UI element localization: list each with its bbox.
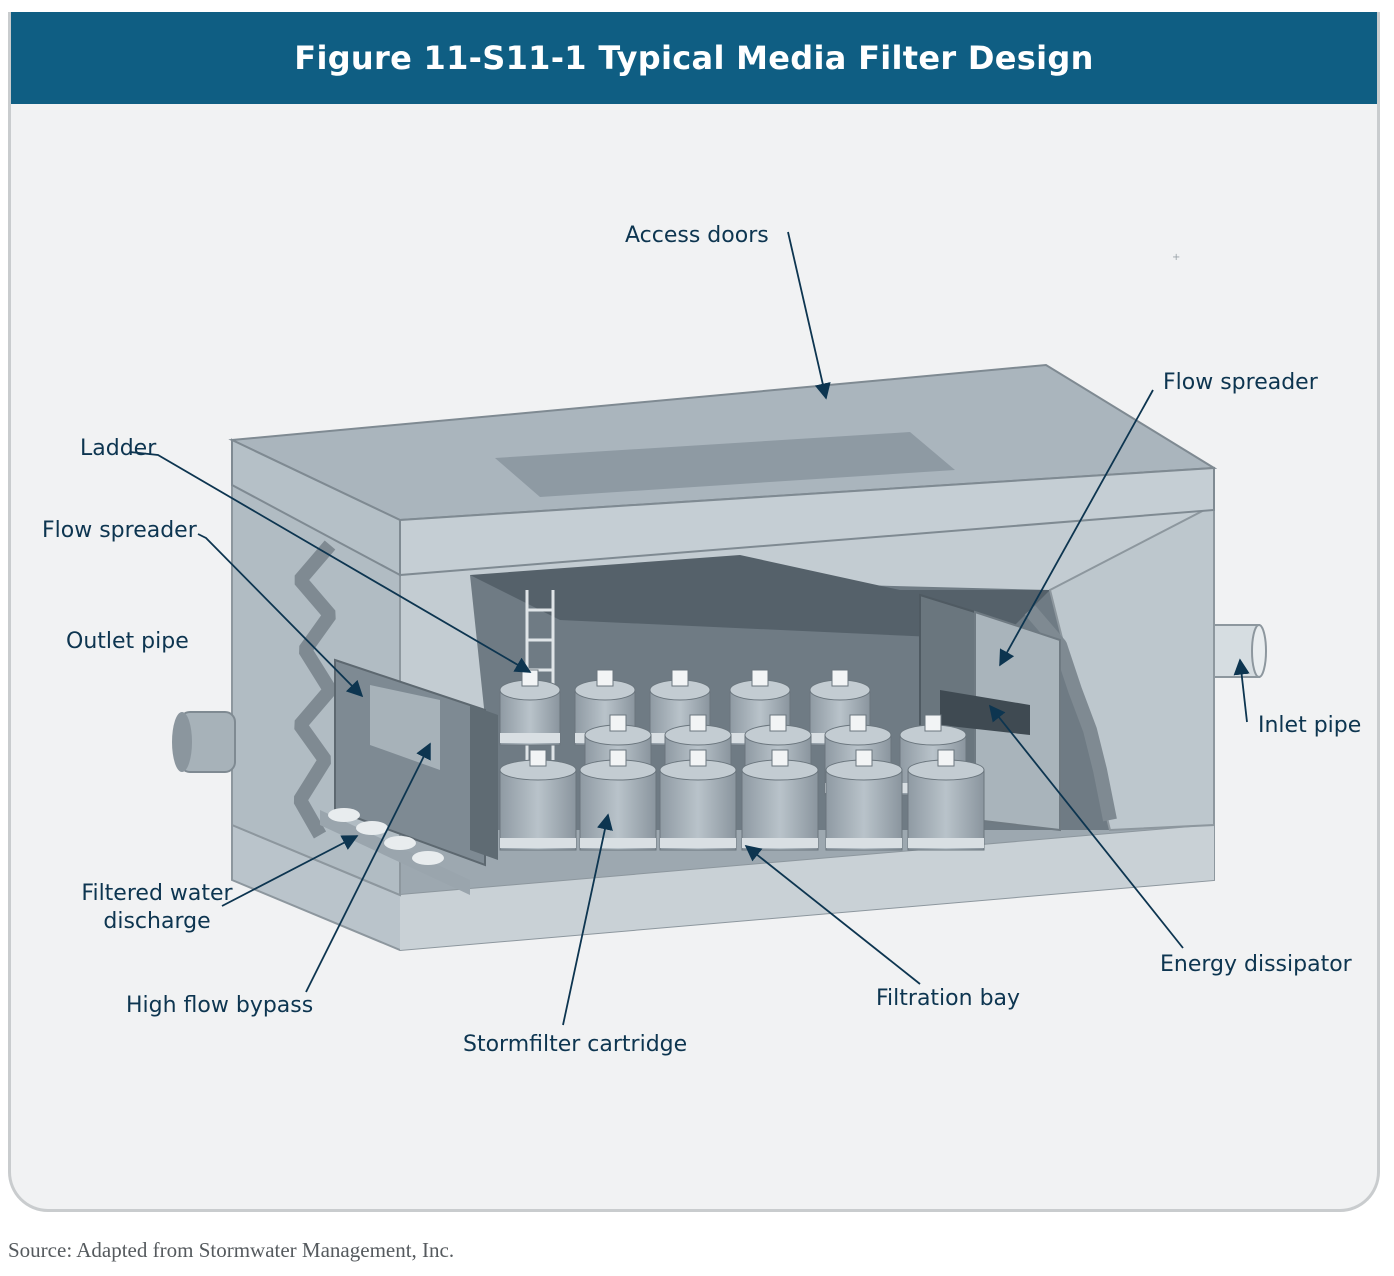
left-wall-cutaway [293,540,336,839]
label-filtered-water-discharge: Filtered water discharge [81,880,233,936]
stormfilter-cartridge [825,749,903,851]
label-energy-dissipator: Energy dissipator [1160,952,1352,977]
arrow-stormfilter-cartridge [562,813,613,1026]
label-stormfilter-cartridge: Stormfilter cartridge [463,1032,688,1057]
label-flow-spreader-right: Flow spreader [1163,370,1318,395]
arrow-filtration-bay [744,844,921,985]
arrow-ladder [129,451,532,673]
arrow-flow-spreader-right [999,389,1154,667]
label-flow-spreader-left: Flow spreader [42,518,197,543]
label-outlet-pipe: Outlet pipe [66,629,189,654]
arrow-flow-spreader-left [197,533,364,698]
label-filtered-water-line1: Filtered water [81,881,233,906]
label-filtration-bay: Filtration bay [876,986,1021,1011]
access-lid [228,363,1218,577]
stormfilter-cartridge [907,749,985,851]
stormfilter-cartridge [659,749,737,851]
arrow-filtered-water [221,835,359,907]
discharge-channel [320,808,470,895]
cartridge-rows [499,669,985,851]
arrow-access-doors [787,231,831,400]
label-access-doors: Access doors [625,223,769,248]
arrow-energy-dissipator [988,704,1184,949]
arrow-inlet-pipe [1233,658,1250,723]
stormfilter-cartridge [579,749,657,851]
outlet-pipe [172,711,236,773]
arrow-high-flow-bypass [305,742,431,993]
inlet-pipe [1213,624,1267,678]
label-filtered-water-line2: discharge [103,909,211,934]
access-door-panel [495,432,955,497]
svg-text:+: + [1172,252,1180,263]
leader-arrows [129,231,1250,1026]
stormfilter-cartridge [499,669,561,746]
label-inlet-pipe: Inlet pipe [1258,713,1362,738]
figure-source: Source: Adapted from Stormwater Manageme… [8,1238,455,1262]
stormfilter-cartridge [499,749,577,851]
stormfilter-cartridge [741,749,819,851]
figure-title: Figure 11-S11-1 Typical Media Filter Des… [11,12,1377,104]
label-ladder: Ladder [80,436,157,461]
label-high-flow-bypass: High flow bypass [126,993,314,1018]
